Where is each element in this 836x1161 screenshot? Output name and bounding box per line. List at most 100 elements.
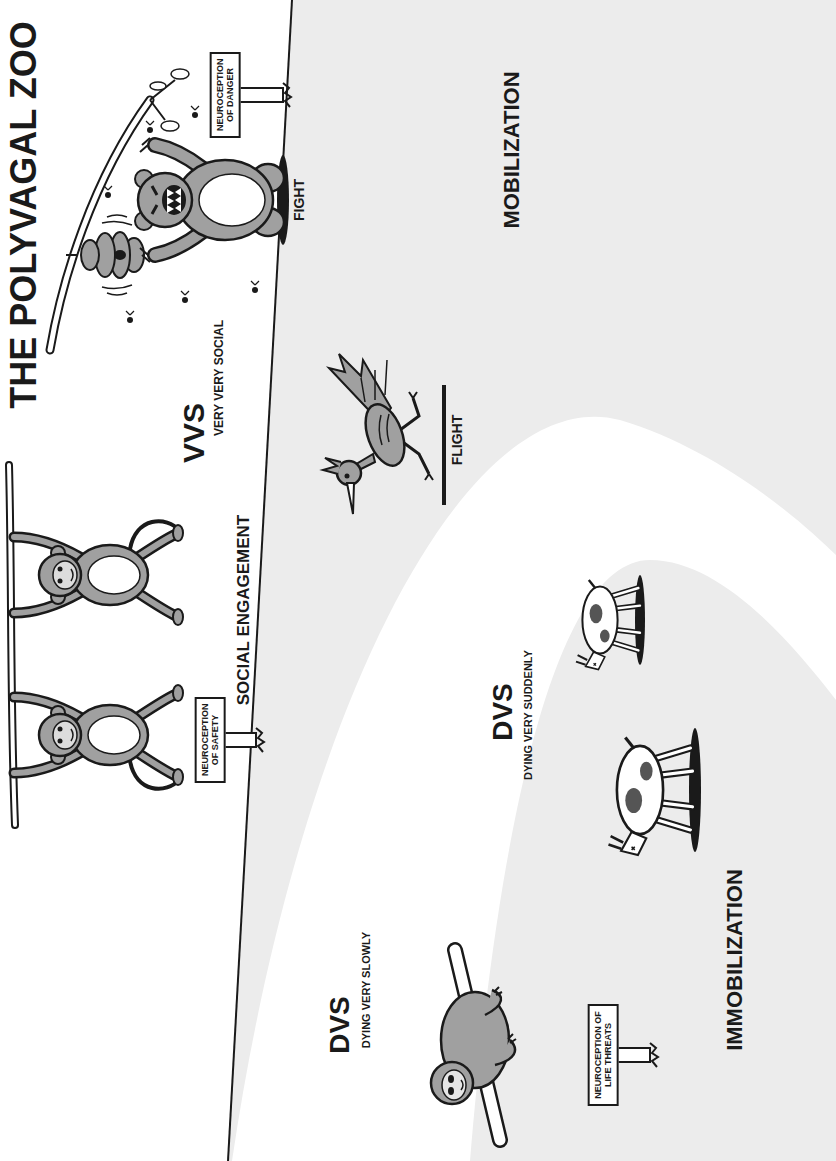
sign-text: NEUROCEPTION OF SAFETY [200,704,221,776]
ground [232,417,836,1161]
monkey [14,685,183,789]
fainting-goat [621,832,646,855]
monkey [173,685,183,701]
monkey [58,727,63,732]
fainting-goat [590,604,603,623]
roadrunner [347,483,354,514]
zone-label: MOBILIZATION [500,71,524,228]
state-label: FLIGHT [450,415,465,466]
monkey [14,697,80,717]
sign-board: NEUROCEPTION OF SAFETY [195,697,226,783]
monkey [71,729,73,741]
roadrunner [409,392,433,480]
bear [155,232,202,255]
monkey [14,753,80,773]
bear [155,145,202,168]
zone-label: IMMOBILIZATION [723,869,747,1051]
monkey [39,554,81,596]
group-abbrev: DVS [488,683,519,741]
bear [152,186,157,214]
group-subtitle: DYING VERY SLOWLY [360,932,372,1048]
monkey [72,545,148,605]
bees [147,127,153,133]
sign-text: NEUROCEPTION OF LIFE THREATS [593,1011,614,1099]
bees [105,192,111,198]
fainting-goat [640,762,653,781]
sign-board: NEUROCEPTION OF LIFE THREATS [588,1004,619,1106]
zone-label: SOCIAL ENGAGEMENT [235,515,254,705]
state-label: FIGHT [292,179,307,221]
bear [138,173,192,227]
shadow [442,385,446,505]
monkey [14,537,80,557]
sloth [448,1075,454,1083]
monkey [173,525,183,541]
monkey [173,769,183,785]
beehive [114,250,126,260]
monkey [53,721,77,749]
roadrunner [337,461,361,485]
beehive [66,215,144,295]
fainting-goat [576,580,640,670]
roadrunner [345,474,350,479]
bear [175,188,181,212]
fainting-goat [586,652,605,670]
monkey [72,705,148,765]
group-abbrev: VVS [177,403,210,463]
monkey [14,537,80,557]
sloth [448,1087,454,1095]
sign-post [283,83,291,107]
fainting-goat [594,663,596,665]
bear [167,189,174,213]
roadrunner [379,414,389,445]
group-subtitle: VERY VERY SOCIAL [213,320,226,436]
monkey [88,716,140,754]
bees [127,317,133,323]
monkey [14,521,183,625]
sloth [442,1070,466,1100]
roadrunner [400,398,429,474]
roadrunner [361,360,387,402]
tree-branch [150,82,166,90]
ground [228,0,836,1161]
sloth [461,1080,463,1090]
fainting-goat [625,788,642,813]
fainting-goat [582,586,617,653]
bear [155,232,202,255]
fainting-goat [609,738,693,856]
bear [135,138,284,262]
group-abbrev: DVS [325,996,356,1054]
monkey [71,569,73,581]
bear [199,174,265,226]
fainting-goat [625,738,633,749]
beehive [81,240,99,270]
monkey [88,556,140,594]
fainting-goat [589,580,595,588]
fainting-goat [632,847,635,850]
bear [155,145,202,168]
sloth [494,987,516,1043]
bees [192,112,198,118]
monkey [14,697,80,717]
title: THE POLYVAGAL ZOO [4,21,44,408]
monkey [58,567,63,572]
beehive [66,254,78,256]
sloth [495,1040,515,1065]
tree-branch [150,80,175,120]
sign-text: NEUROCEPTION OF DANGER [215,59,236,131]
sign-post [650,1043,658,1067]
roadrunner [323,458,341,474]
bees [252,287,258,293]
monkey [14,593,80,613]
tree-branch [50,69,189,350]
bear [162,185,186,215]
sloth [431,1062,473,1104]
fainting-goat [617,746,663,834]
ground [228,0,836,1161]
monkey [14,753,80,773]
bees [104,106,259,323]
bees [182,297,188,303]
